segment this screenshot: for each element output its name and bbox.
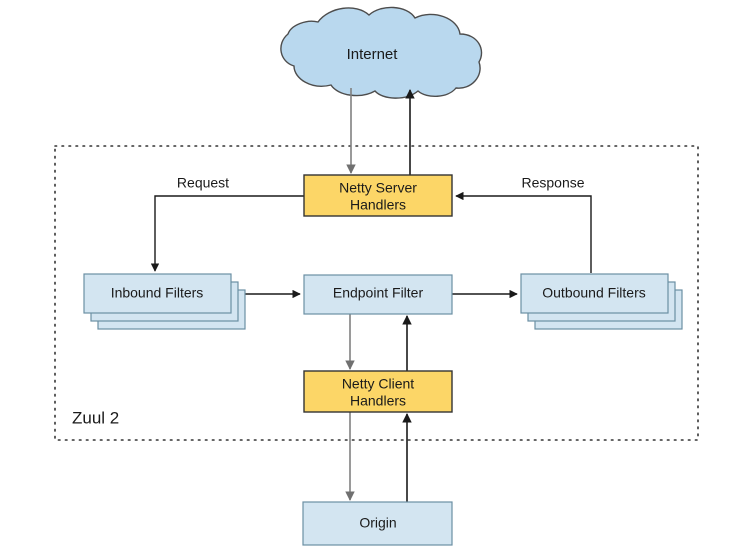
- edge-response: [455, 191, 592, 273]
- internet-cloud: Internet: [280, 6, 483, 99]
- netty-client-label-line1: Netty Client: [342, 376, 414, 392]
- origin-label: Origin: [359, 515, 396, 531]
- node-netty-client-handlers[interactable]: Netty Client Handlers: [303, 370, 453, 413]
- response-label: Response: [521, 175, 584, 191]
- netty-server-label-line1: Netty Server: [339, 180, 417, 196]
- endpoint-filter-label: Endpoint Filter: [333, 285, 424, 301]
- netty-server-label-line2: Handlers: [350, 197, 406, 213]
- node-netty-server-handlers[interactable]: Netty Server Handlers: [303, 174, 453, 217]
- netty-client-label-line2: Handlers: [350, 393, 406, 409]
- zuul2-group-label: Zuul 2: [72, 408, 119, 427]
- request-label: Request: [177, 175, 229, 191]
- node-endpoint-filter[interactable]: Endpoint Filter: [303, 274, 453, 315]
- edge-request: [150, 195, 304, 272]
- node-origin[interactable]: Origin: [302, 501, 453, 546]
- node-inbound-filters[interactable]: Inbound Filters: [83, 273, 246, 330]
- inbound-filters-label: Inbound Filters: [111, 285, 204, 301]
- internet-label: Internet: [347, 46, 399, 63]
- node-outbound-filters[interactable]: Outbound Filters: [520, 273, 683, 330]
- zuul2-boundary: [54, 145, 699, 441]
- outbound-filters-label: Outbound Filters: [542, 285, 646, 301]
